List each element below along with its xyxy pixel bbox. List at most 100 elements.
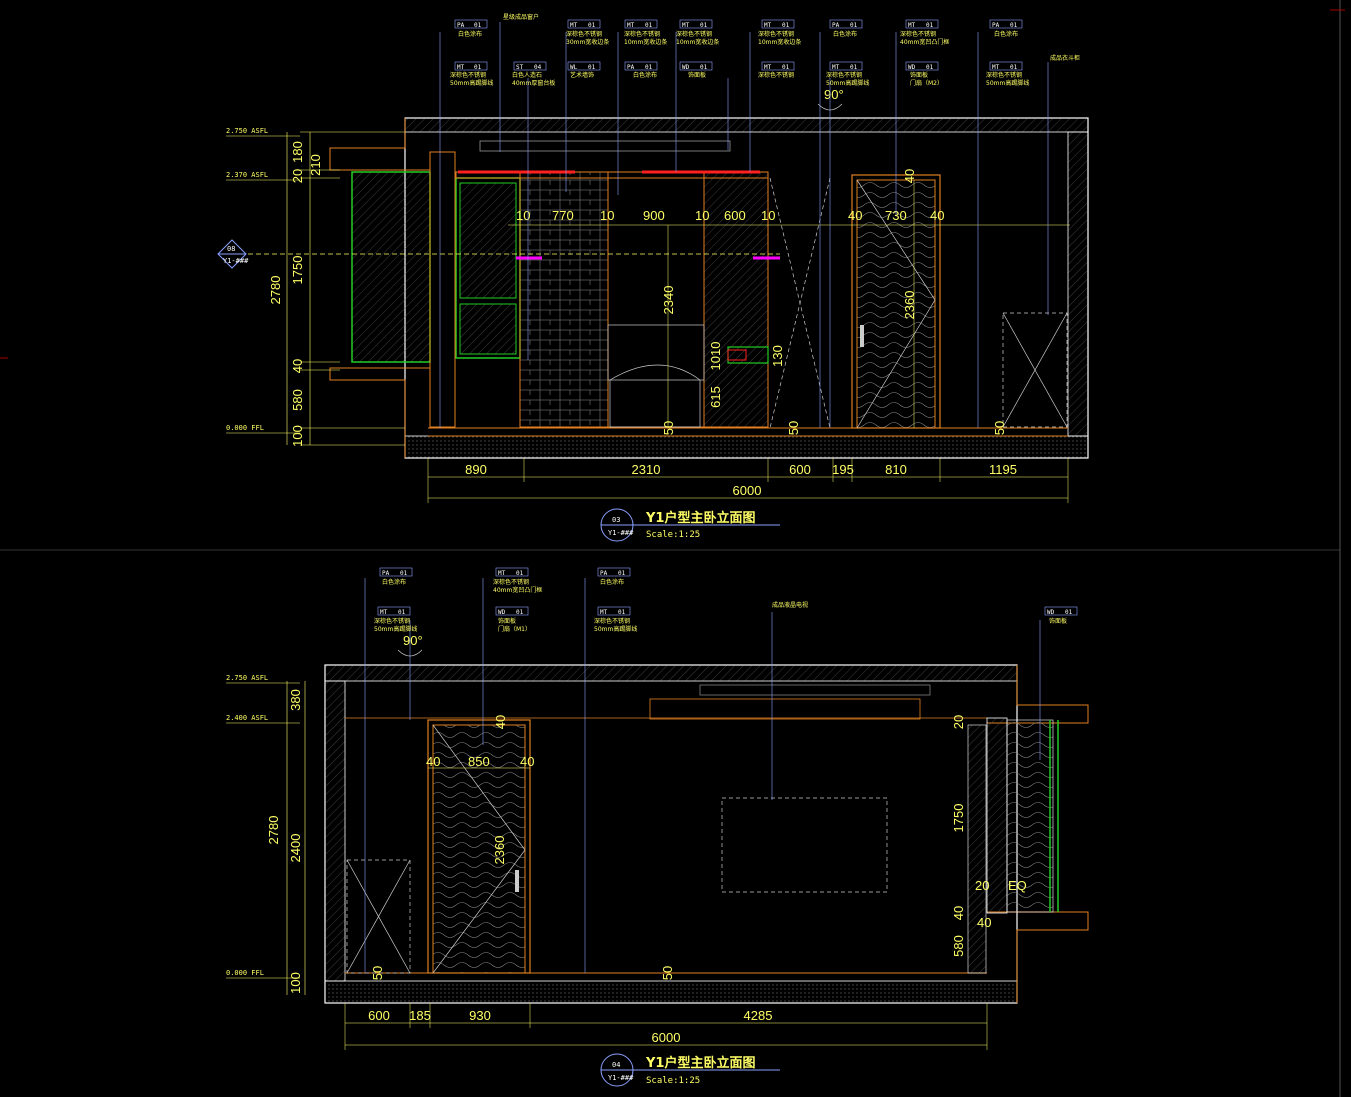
dim-label: 10 <box>516 208 530 223</box>
elevation-a-cabinetry <box>429 140 780 428</box>
dim-label: 1010 <box>708 342 723 371</box>
svg-text:01: 01 <box>618 570 626 577</box>
dim-label: 195 <box>832 462 854 477</box>
elevation-a-glass-panel <box>769 177 831 429</box>
title-symbol-ref: Y1-### <box>608 1074 634 1082</box>
svg-text:WD: WD <box>498 609 506 616</box>
elevation-b-levels: 2.750 ASFL 2.400 ASFL 0.000 FFL <box>226 674 300 979</box>
elevation-b-door <box>427 719 531 974</box>
svg-text:01: 01 <box>474 22 482 29</box>
elevation-a: 08 Y1-### 2.750 ASFL 2.370 ASFL 0.000 FF… <box>217 13 1089 542</box>
dim-label: 4285 <box>744 1008 773 1023</box>
svg-text:白色涂布: 白色涂布 <box>382 578 406 586</box>
dim-label: 40 <box>493 715 508 729</box>
elevation-b-door-dims: 40 40 850 40 2360 <box>426 715 534 865</box>
svg-text:MT: MT <box>682 22 690 29</box>
svg-text:01: 01 <box>700 22 708 29</box>
dim-label: 40 <box>848 208 862 223</box>
dim-label: 50 <box>370 966 385 980</box>
elevation-b-left-dims: 380 2400 100 2780 <box>266 681 306 995</box>
svg-text:饰面板门扇（M2）: 饰面板门扇（M2） <box>910 71 943 87</box>
title-symbol-ref: Y1-### <box>608 529 634 537</box>
svg-text:白色涂布: 白色涂布 <box>600 578 624 586</box>
svg-text:01: 01 <box>782 64 790 71</box>
section-symbol: 08 Y1-### <box>217 239 249 269</box>
svg-text:04: 04 <box>534 64 542 71</box>
svg-text:PA: PA <box>600 570 608 577</box>
dim-label: 2340 <box>661 286 676 315</box>
svg-text:WL: WL <box>570 64 578 71</box>
dim-label: 2780 <box>268 276 283 305</box>
drawing-title: Y1户型主卧立面图 <box>645 1055 755 1071</box>
svg-text:PA: PA <box>992 22 1000 29</box>
dim-label: 770 <box>552 208 574 223</box>
dim-label: 180 <box>290 141 305 163</box>
svg-text:PA: PA <box>382 570 390 577</box>
svg-text:01: 01 <box>782 22 790 29</box>
svg-text:01: 01 <box>588 64 596 71</box>
dim-label: 40 <box>902 169 917 183</box>
level-marker: 0.000 FFL <box>226 424 264 432</box>
elevation-a-storage <box>1002 312 1068 428</box>
dim-label: 50 <box>661 421 676 435</box>
svg-text:深棕色不锈钢: 深棕色不锈钢 <box>758 71 794 79</box>
dim-label: 40 <box>951 906 966 920</box>
dim-label: 1750 <box>290 256 305 285</box>
level-marker: 0.000 FFL <box>226 969 264 977</box>
dim-label: 185 <box>409 1008 431 1023</box>
svg-text:01: 01 <box>1010 64 1018 71</box>
dim-label: 2360 <box>902 291 917 320</box>
dim-label: 50 <box>992 421 1007 435</box>
dim-label: 40 <box>977 915 991 930</box>
note-label: 成品液晶电视 <box>772 601 808 609</box>
dim-label: 600 <box>789 462 811 477</box>
svg-text:饰面板: 饰面板 <box>1049 617 1067 625</box>
svg-text:MT: MT <box>832 64 840 71</box>
svg-text:01: 01 <box>700 64 708 71</box>
dim-label: 50 <box>786 421 801 435</box>
dim-label: 20 <box>290 169 305 183</box>
svg-text:01: 01 <box>618 609 626 616</box>
svg-text:MT: MT <box>457 64 465 71</box>
dim-label: 40 <box>930 208 944 223</box>
dim-label: 2310 <box>632 462 661 477</box>
svg-text:01: 01 <box>400 570 408 577</box>
svg-text:01: 01 <box>398 609 406 616</box>
svg-text:PA: PA <box>832 22 840 29</box>
svg-text:01: 01 <box>516 570 524 577</box>
section-symbol-ref: Y1-### <box>223 257 249 265</box>
elevation-a-left-dims: 180 20 1750 40 580 100 2780 210 <box>268 131 405 447</box>
svg-text:WD: WD <box>1047 609 1055 616</box>
elevation-b-leaders <box>364 578 1041 973</box>
svg-text:01: 01 <box>645 64 653 71</box>
svg-text:01: 01 <box>1065 609 1073 616</box>
dim-label: 10 <box>761 208 775 223</box>
dim-label: 40 <box>520 754 534 769</box>
dim-label: 210 <box>308 154 323 176</box>
elevation-a-vertical-dims: 2340 2360 1010 130 615 50 50 50 <box>661 180 1007 435</box>
svg-text:白色涂布: 白色涂布 <box>458 30 482 38</box>
svg-text:MT: MT <box>992 64 1000 71</box>
elevation-a-window <box>351 171 521 363</box>
title-symbol-num: 04 <box>612 1061 620 1069</box>
